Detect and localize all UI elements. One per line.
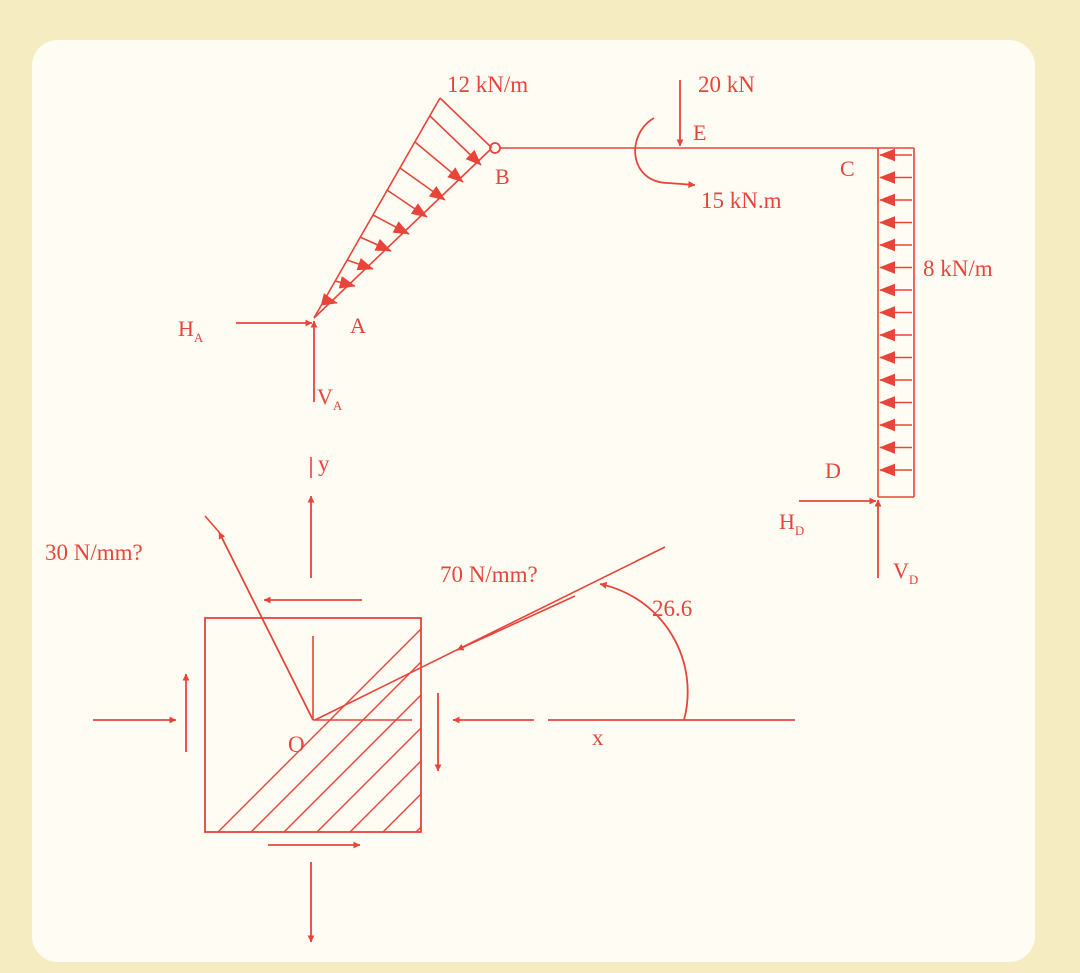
label-12-knm: 12 kN/m (447, 72, 528, 97)
stress-element (204, 617, 422, 833)
hatch-line (381, 600, 681, 900)
reaction-hd-label: HD (779, 509, 804, 538)
angle-label: 26.6 (652, 596, 692, 621)
axis-x-label: x (592, 725, 604, 750)
hatch-line (250, 661, 421, 832)
figure-card: 12 kN/m 20 kN E B 15 kN.m C 8 kN/m A D H… (32, 40, 1035, 962)
stress-30-label: 30 N/mm? (45, 540, 143, 565)
uniform-load (878, 147, 915, 498)
stress-30-arrow (218, 531, 314, 721)
node-c-label: C (840, 156, 855, 181)
angle-arc (599, 581, 689, 721)
hatch-line (415, 826, 421, 832)
hatch-line (480, 600, 780, 900)
hatch-line (414, 600, 714, 900)
origin-label: O (288, 732, 305, 757)
label-20-kn: 20 kN (698, 72, 755, 97)
hatch-line (217, 628, 421, 832)
hatch-line (349, 760, 421, 832)
node-e-label: E (693, 120, 706, 145)
label-15-knm: 15 kN.m (701, 188, 782, 213)
node-a-label: A (350, 313, 366, 338)
axis-y-label: y (318, 451, 330, 476)
member-ab (313, 147, 493, 319)
hatch-line (513, 600, 813, 900)
hatch-line (546, 600, 846, 900)
hatch-line (447, 600, 747, 900)
stress-70-arrow (456, 595, 576, 651)
triangular-load (313, 97, 493, 319)
label-8-knm: 8 kN/m (923, 256, 993, 281)
reaction-vd-label: VD (893, 558, 918, 587)
hinge-b (489, 142, 501, 154)
stress-70-line (314, 546, 666, 721)
node-b-label: B (495, 164, 510, 189)
stress-30-line-ext (204, 515, 220, 533)
node-d-label: D (825, 458, 841, 483)
reaction-ha-label: HA (178, 316, 204, 345)
mechanics-diagram: 12 kN/m 20 kN E B 15 kN.m C 8 kN/m A D H… (45, 72, 993, 943)
hatching (217, 600, 912, 900)
reaction-va-label: VA (317, 384, 343, 413)
hatch-line (579, 600, 879, 900)
stress-70-label: 70 N/mm? (440, 562, 538, 587)
hatch-line (283, 694, 421, 832)
moment-arrow (634, 117, 696, 188)
hatch-line (316, 727, 421, 832)
hatch-line (612, 600, 912, 900)
